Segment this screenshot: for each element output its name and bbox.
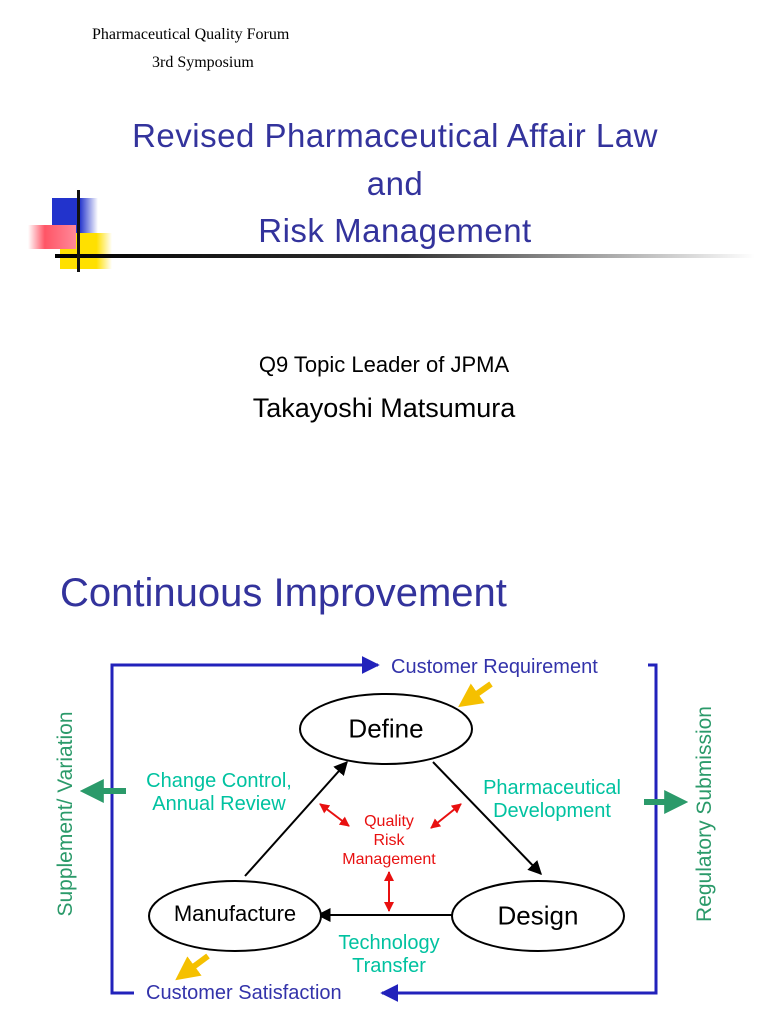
- regulatory-submission-label: Regulatory Submission: [693, 706, 716, 922]
- title-line-2: and: [366, 165, 424, 202]
- manufacture-to-define-arrow: [244, 760, 348, 877]
- pharm-dev-label-2: Development: [493, 800, 611, 822]
- title-line-3: Risk Management: [258, 212, 532, 249]
- presenter-name: Takayoshi Matsumura: [252, 393, 516, 423]
- improvement-cycle-diagram: [79, 656, 689, 1002]
- qrm-label-2: Risk: [373, 832, 405, 849]
- manufacture-node-label: Manufacture: [173, 901, 297, 926]
- design-node-shape: [451, 880, 625, 952]
- manufacture-node-shape: [148, 880, 322, 952]
- outer-loop: [110, 656, 658, 1002]
- change-control-label-1: Change Control,: [146, 770, 292, 792]
- pharm-dev-label-1: Pharmaceutical: [483, 777, 621, 799]
- forum-name: Pharmaceutical Quality Forum: [92, 26, 290, 43]
- tech-transfer-label-2: Transfer: [352, 955, 426, 977]
- supplement-variation-label: Supplement/ Variation: [54, 711, 77, 917]
- section-title: Continuous Improvement: [60, 571, 507, 615]
- qrm-label-1: Quality: [364, 813, 414, 830]
- qrm-define-left-arrow: [319, 803, 350, 827]
- presenter-role: Q9 Topic Leader of JPMA: [258, 352, 510, 377]
- define-node-shape: [299, 693, 473, 765]
- design-node-label: Design: [497, 900, 579, 931]
- symposium-label: 3rd Symposium: [152, 54, 254, 71]
- define-to-design-arrow: [432, 761, 542, 876]
- qrm-define-right-arrow: [430, 803, 462, 829]
- define-node-label: Define: [348, 713, 424, 744]
- change-control-label-2: Annual Review: [152, 793, 286, 815]
- requirement-input-arrow: [458, 681, 493, 708]
- tech-transfer-label-1: Technology: [338, 932, 440, 954]
- title-line-1: Revised Pharmaceutical Affair Law: [132, 117, 658, 154]
- customer-requirement-label: Customer Requirement: [391, 656, 598, 678]
- customer-satisfaction-label: Customer Satisfaction: [146, 982, 342, 1004]
- title-decoration: [28, 190, 755, 272]
- qrm-label-3: Management: [342, 851, 436, 868]
- satisfaction-output-arrow: [175, 953, 210, 981]
